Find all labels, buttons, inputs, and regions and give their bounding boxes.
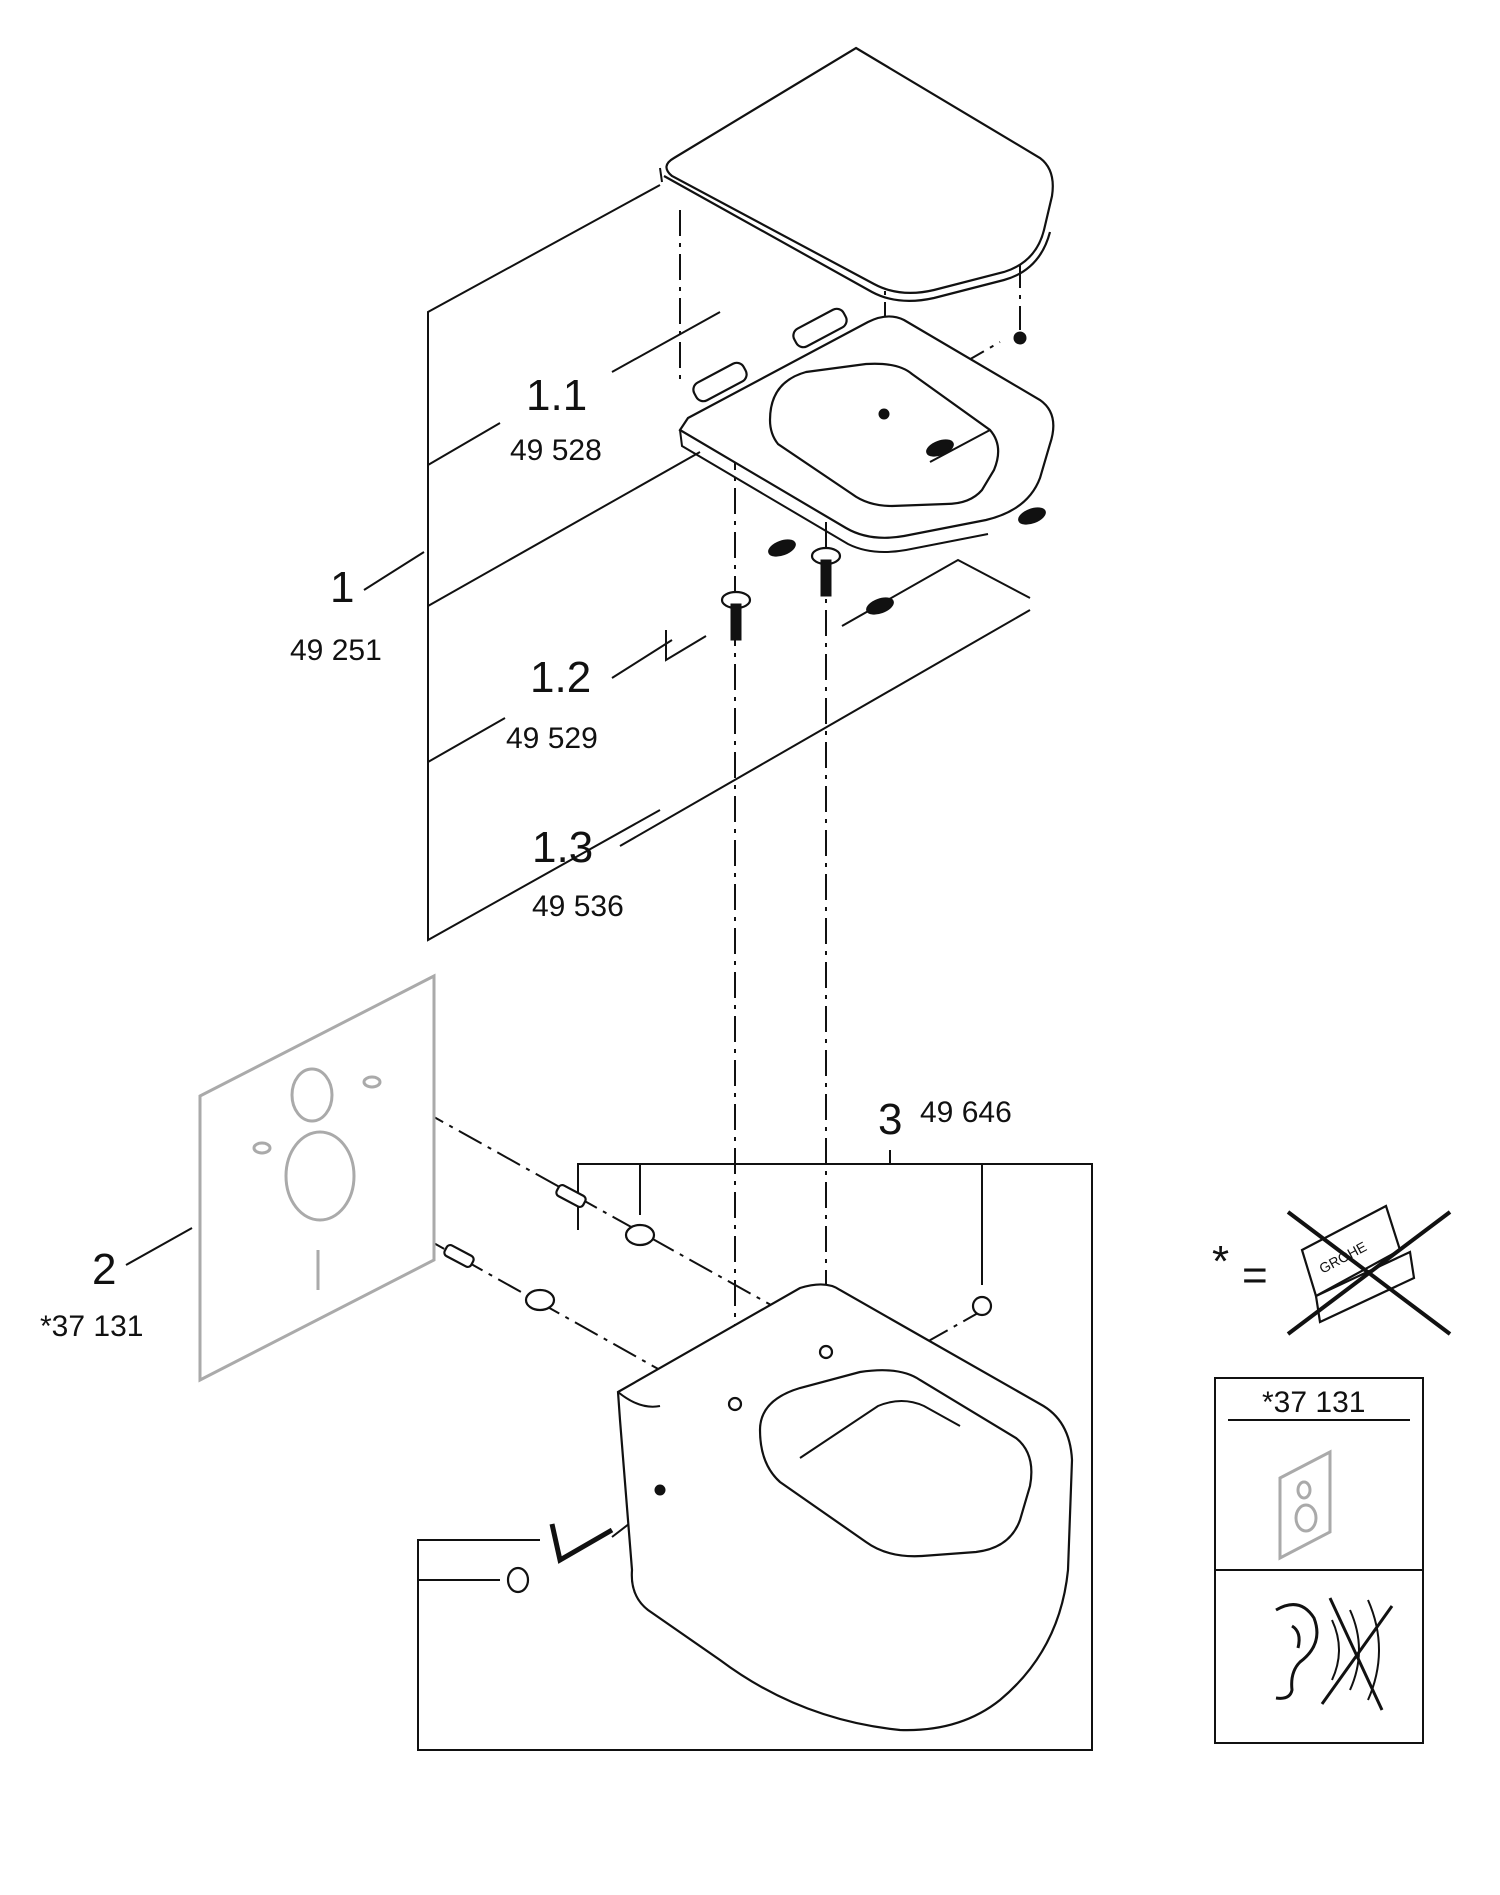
seat-ring <box>678 307 1055 553</box>
bracket-lines <box>125 184 1424 1751</box>
part-label-2: 2 *37 131 <box>40 1245 143 1343</box>
part-label-2-code: *37 131 <box>40 1310 143 1343</box>
part-label-1: 1 49 251 <box>290 563 382 667</box>
part-label-1-3: 1.3 49 536 <box>532 823 624 923</box>
part-label-1-code: 49 251 <box>290 634 382 667</box>
wc-pan <box>616 1283 1074 1732</box>
wall-fixings <box>443 1183 993 1317</box>
part-label-1-id: 1 <box>330 563 354 612</box>
legend-box-title: *37 131 <box>1262 1386 1365 1419</box>
part-label-3-code: 49 646 <box>920 1096 1012 1129</box>
part-label-1-2-code: 49 529 <box>506 722 598 755</box>
part-label-2-id: 2 <box>92 1245 116 1294</box>
part-label-3-id: 3 <box>878 1095 902 1144</box>
part-label-1-1-id: 1.1 <box>526 371 587 420</box>
part-label-1-1-code: 49 528 <box>510 434 602 467</box>
legend-asterisk: * <box>1212 1237 1229 1286</box>
legend-equals: = <box>1242 1251 1268 1300</box>
part-label-1-2: 1.2 49 529 <box>506 653 598 755</box>
part-label-1-3-id: 1.3 <box>532 823 593 872</box>
part-label-3: 3 49 646 <box>878 1095 1012 1144</box>
legend-no-adhesive: * = GROHE <box>1212 1204 1452 1336</box>
allen-key-and-cap <box>506 1523 614 1594</box>
seat-lid <box>659 46 1054 302</box>
part-label-1-3-code: 49 536 <box>532 890 624 923</box>
part-label-1-1: 1.1 49 528 <box>510 371 602 467</box>
legend-box: *37 131 <box>1262 1386 1394 1711</box>
hinge-fixings <box>720 546 842 641</box>
seat-buffers <box>768 439 1046 615</box>
part-label-1-2-id: 1.2 <box>530 653 591 702</box>
installation-plate <box>198 973 436 1383</box>
